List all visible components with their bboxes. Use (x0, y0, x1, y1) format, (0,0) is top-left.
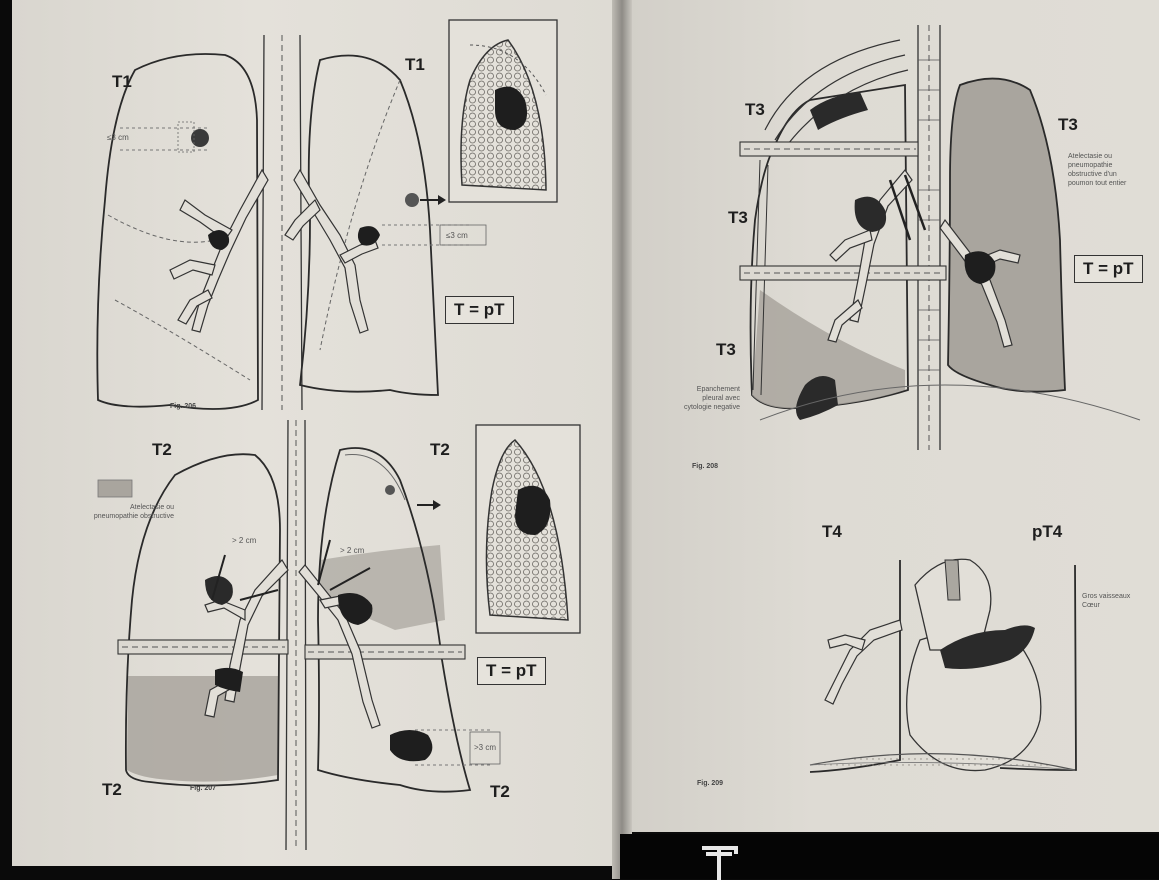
fig209-label-pt4: pT4 (1032, 522, 1062, 542)
fig206-measure-right: ≤3 cm (446, 231, 468, 240)
watermark-logo (694, 840, 744, 880)
fig208-caption: Fig. 208 (692, 463, 718, 470)
fig208-label-t3-top: T3 (745, 100, 765, 120)
fig208-label-t3-mid: T3 (728, 208, 748, 228)
fig207-measure-b: > 2 cm (340, 546, 364, 555)
fig207-label-t2-top-left: T2 (152, 440, 172, 460)
fig209-note: Gros vaisseaux Cœur (1082, 592, 1138, 610)
fig209-diagram (810, 559, 1076, 772)
tumor-large (390, 730, 432, 761)
fig206-caption: Fig. 206 (170, 403, 196, 410)
fig206-label-t1-left: T1 (112, 72, 132, 92)
fig207-caption: Fig. 207 (190, 785, 216, 792)
fig207-legend-text: Atelectasie ou pneumopathie obstructive (84, 503, 174, 521)
fig209-caption: Fig. 209 (697, 780, 723, 787)
fig208-diagram (740, 25, 1140, 450)
fig208-note-right: Atelectasie ou pneumopathie obstructive … (1068, 152, 1128, 188)
fig206-tag: T = pT (445, 296, 514, 324)
fig208-label-t3-low: T3 (716, 340, 736, 360)
legend-swatch (98, 480, 132, 497)
fig208-label-t3-right: T3 (1058, 115, 1078, 135)
fig207-measure-a: > 2 cm (232, 536, 256, 545)
fig206-measure-left: ≤3 cm (107, 133, 129, 142)
fig207-label-t2-top-right: T2 (430, 440, 450, 460)
fig207-measure-c: >3 cm (474, 743, 496, 752)
fig206-diagram (97, 20, 557, 410)
fig206-label-t1-right: T1 (405, 55, 425, 75)
fig208-tag: T = pT (1074, 255, 1143, 283)
fig207-tag: T = pT (477, 657, 546, 685)
fig209-label-t4: T4 (822, 522, 842, 542)
fig207-label-t2-bottom-right: T2 (490, 782, 510, 802)
fig207-label-t2-bottom-left: T2 (102, 780, 122, 800)
fig208-note-left: Epanchement pleural avec cytologie negat… (676, 385, 740, 412)
